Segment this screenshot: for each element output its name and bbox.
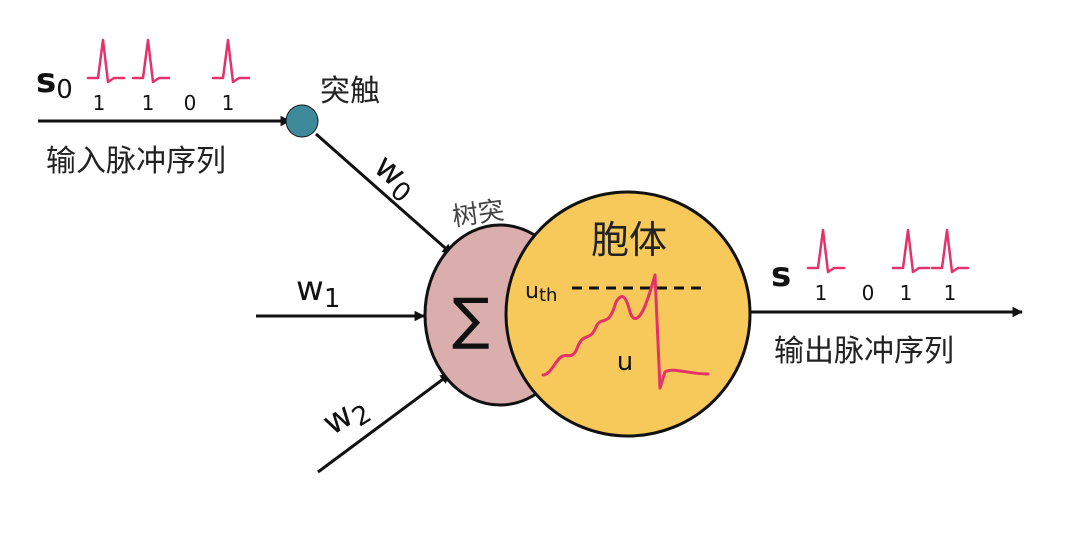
weight-w2-label: w2 [316, 386, 377, 448]
input-spike [211, 38, 251, 84]
input-spike-train [86, 38, 251, 84]
weight-w1-subscript: 1 [324, 284, 341, 314]
output-bit: 1 [900, 281, 913, 305]
input-spike [131, 38, 171, 84]
soma-label: 胞体 [591, 218, 667, 262]
dendrite-label: 树突 [450, 196, 506, 233]
output-bit: 0 [862, 281, 875, 305]
synapse-node [285, 104, 319, 138]
output-spike-train [806, 228, 970, 274]
synapse-label: 突触 [320, 74, 380, 109]
output-bit: 1 [815, 281, 828, 305]
output-bit: 1 [944, 281, 957, 305]
output-spike [891, 228, 931, 274]
threshold-subscript: th [539, 285, 557, 306]
input-caption: 输入脉冲序列 [46, 144, 226, 179]
input-bit: 1 [142, 91, 155, 115]
threshold-letter: u [525, 279, 539, 304]
output-signal-label: s [771, 255, 791, 295]
membrane-potential-trace [541, 273, 710, 390]
input-spike [86, 38, 126, 84]
input-signal-label: s0 [36, 61, 73, 105]
input-bit: 1 [222, 91, 235, 115]
threshold-label: uth [525, 279, 557, 306]
input-signal-subscript: 0 [56, 75, 73, 105]
input-bit: 1 [93, 91, 106, 115]
sum-symbol: ∑ [452, 287, 490, 352]
weight-w1-letter: w [296, 269, 324, 309]
w0-arrow [315, 132, 453, 256]
potential-label: u [617, 347, 633, 377]
input-signal-letter: s [36, 61, 56, 101]
w2-arrow [317, 372, 451, 474]
output-spike [806, 228, 846, 274]
soma-body [504, 190, 752, 438]
input-bit: 0 [184, 91, 197, 115]
output-caption: 输出脉冲序列 [774, 334, 954, 369]
weight-w0-label: w0 [363, 146, 426, 209]
output-spike [930, 228, 970, 274]
weight-w1-label: w1 [296, 269, 340, 314]
input-bits: 1 1 0 1 [93, 91, 235, 115]
output-bits: 1 0 1 1 [815, 281, 957, 305]
